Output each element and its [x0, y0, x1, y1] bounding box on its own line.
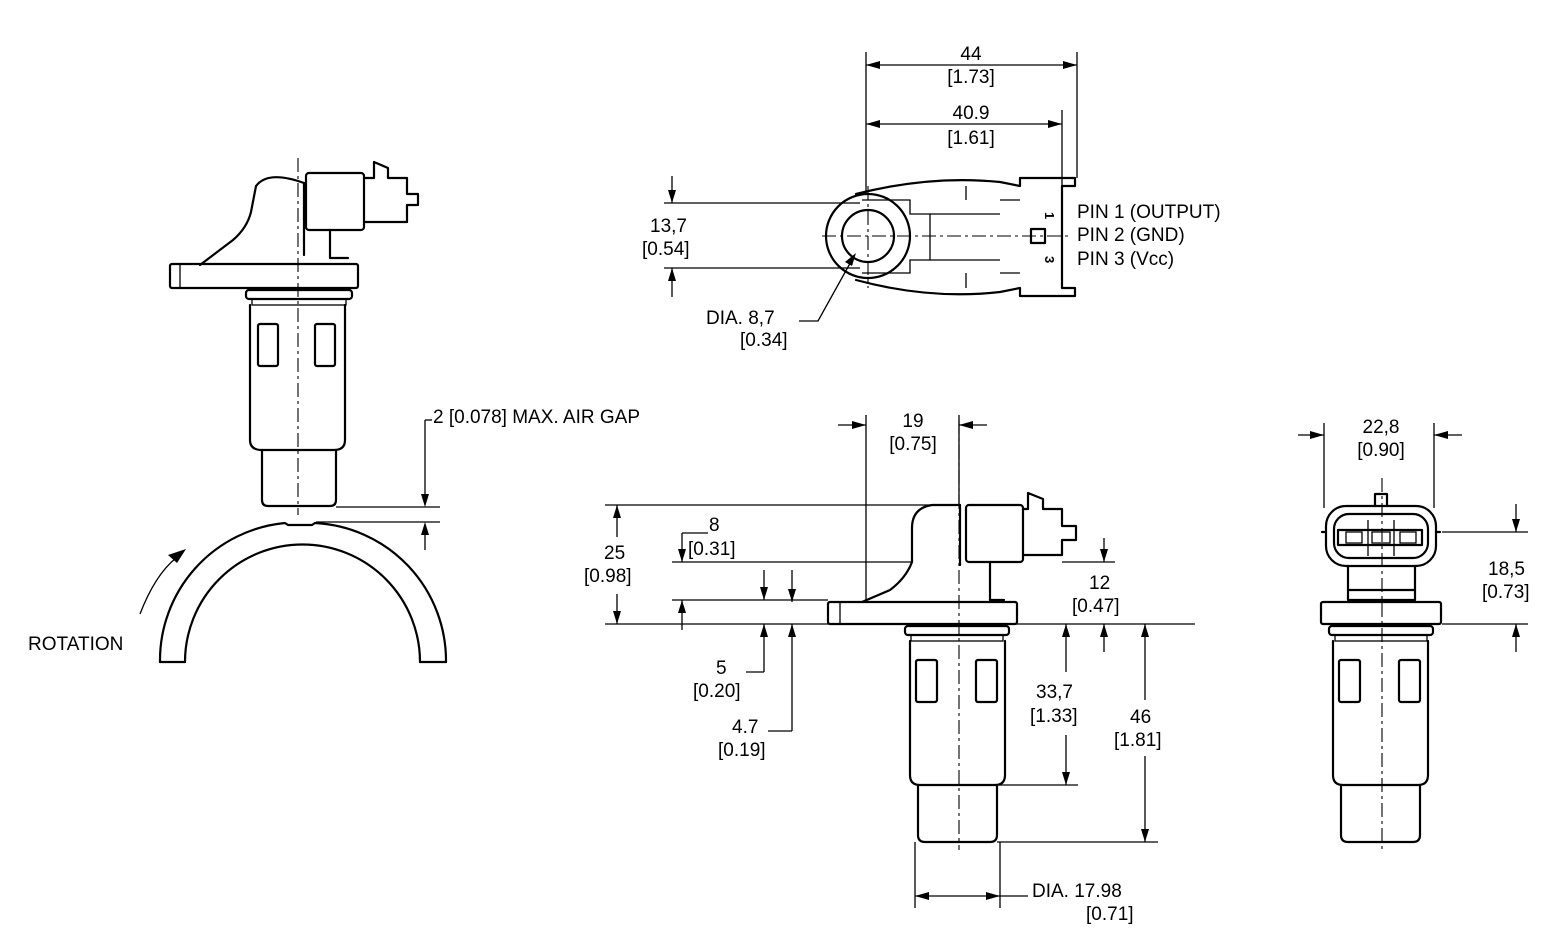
dim-19-in: [0.75] — [889, 434, 937, 455]
pin-3-number: 3 — [1042, 256, 1057, 263]
dim-22-8-mm: 22,8 — [1363, 417, 1400, 438]
diameter-8-7: DIA. 8,7 [0.34] — [706, 253, 856, 351]
top-view: 1 3 PIN 1 (OUTPUT) PIN 2 (GND) PIN 3 (Vc… — [642, 44, 1221, 351]
side-view: ROTATION 2 [0.078] MAX. AIR GAP — [28, 158, 640, 664]
dim-8-in: [0.31] — [688, 539, 736, 560]
dim-33-7-in: [1.33] — [1030, 706, 1078, 727]
dim-5-in: [0.20] — [693, 681, 741, 702]
dim-44-in: [1.73] — [947, 67, 995, 88]
dim-25-in: [0.98] — [584, 566, 632, 587]
dim-12-in: [0.47] — [1072, 596, 1120, 617]
dimension-8: 8 [0.31] — [672, 515, 912, 630]
dim-13-7-mm: 13,7 — [650, 216, 687, 237]
dim-25-mm: 25 — [604, 543, 625, 564]
rotation-arrow: ROTATION — [28, 549, 186, 655]
diameter-17-98: DIA. 17.98 [0.71] — [914, 842, 1134, 925]
dimension-46: 46 [1.81] — [997, 624, 1162, 843]
dim-4-7-mm: 4.7 — [732, 717, 758, 738]
dim-12-mm: 12 — [1089, 573, 1110, 594]
tone-wheel — [158, 521, 448, 664]
air-gap-label: 2 [0.078] MAX. AIR GAP — [433, 407, 640, 428]
pin-2-label: PIN 2 (GND) — [1077, 225, 1185, 246]
dimension-12: 12 [0.47] — [1062, 538, 1120, 652]
dim-13-7-in: [0.54] — [642, 239, 690, 260]
sensor-body-end — [1319, 478, 1443, 850]
dia-8-7-mm: DIA. 8,7 — [706, 308, 775, 329]
pin-3-label: PIN 3 (Vcc) — [1077, 249, 1174, 270]
dim-8-mm: 8 — [709, 515, 720, 536]
air-gap-dimension: 2 [0.078] MAX. AIR GAP — [316, 407, 640, 550]
dimension-4-7: 4.7 [0.19] — [718, 570, 796, 761]
dim-19-mm: 19 — [902, 411, 923, 432]
dim-22-8-in: [0.90] — [1357, 440, 1405, 461]
dimension-22-8: 22,8 [0.90] — [1298, 417, 1462, 508]
dimension-25: 25 [0.98] — [584, 504, 1195, 625]
dim-4-7-in: [0.19] — [718, 740, 766, 761]
end-view: 22,8 [0.90] 18,5 [0.73] — [1298, 417, 1530, 850]
dimension-44: 44 [1.73] — [865, 44, 1078, 194]
dia-8-7-in: [0.34] — [740, 330, 788, 351]
pin-1-number: 1 — [1042, 212, 1057, 219]
dimension-40-9: 40.9 [1.61] — [866, 103, 1063, 186]
dim-5-mm: 5 — [716, 658, 727, 679]
dim-18-5-in: [0.73] — [1482, 582, 1530, 603]
front-view: 19 [0.75] 25 [0.98] 8 [0.31] — [584, 411, 1195, 925]
pin-1-label: PIN 1 (OUTPUT) — [1077, 202, 1221, 223]
dim-46-mm: 46 — [1130, 707, 1151, 728]
dia-17-98-in: [0.71] — [1086, 904, 1134, 925]
dim-33-7-mm: 33,7 — [1036, 682, 1073, 703]
dimension-5: 5 [0.20] — [693, 570, 768, 702]
dim-46-in: [1.81] — [1114, 730, 1162, 751]
dim-40-9-in: [1.61] — [947, 128, 995, 149]
sensor-body-top: 1 3 — [822, 176, 1077, 298]
dim-44-mm: 44 — [960, 44, 982, 65]
dimension-13-7: 13,7 [0.54] — [642, 176, 860, 297]
dia-17-98-mm: DIA. 17.98 — [1032, 881, 1122, 902]
dimension-33-7: 33,7 [1.33] — [997, 624, 1078, 786]
sensor-body-side — [168, 158, 420, 515]
dim-18-5-mm: 18,5 — [1488, 559, 1525, 580]
rotation-label: ROTATION — [28, 634, 123, 655]
sensor-body-front — [826, 420, 1078, 850]
dimension-18-5: 18,5 [0.73] — [1442, 504, 1530, 652]
pin-labels: PIN 1 (OUTPUT) PIN 2 (GND) PIN 3 (Vcc) — [1077, 202, 1221, 270]
dim-40-9-mm: 40.9 — [953, 103, 990, 124]
dimension-19: 19 [0.75] — [838, 411, 987, 602]
